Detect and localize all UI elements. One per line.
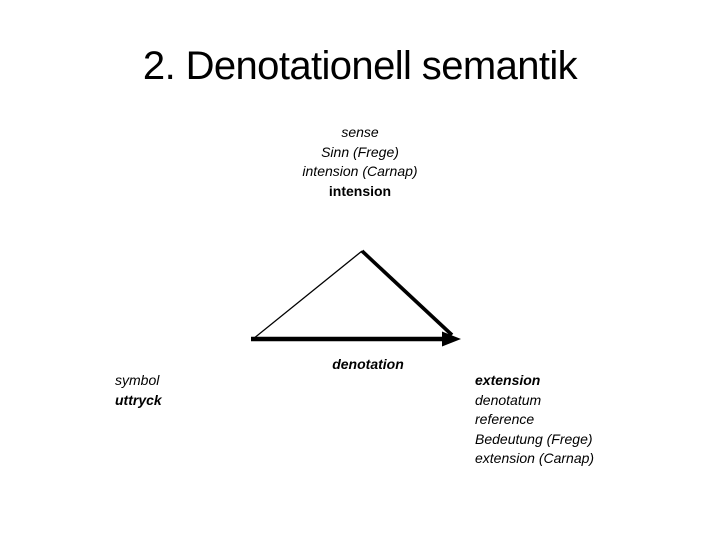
top-block-line-intension: intension (328, 182, 392, 199)
triangle-right-edge (360, 249, 454, 337)
page-title: 2. Denotationell semantik (142, 44, 578, 88)
top-block-line-sense: sense (341, 124, 379, 140)
top-label-block: sense Sinn (Frege) intension (Carnap) in… (0, 123, 720, 201)
denotatum-label: denotatum (475, 391, 542, 408)
uttryck-label: uttryck (115, 391, 162, 408)
extension-carnap-label: extension (Carnap) (475, 450, 595, 466)
top-block-line-intension-carnap: intension (Carnap) (302, 163, 418, 179)
semiotic-triangle-diagram (251, 249, 461, 347)
arrowhead-right-icon (442, 331, 461, 347)
bedeutung-frege-label: Bedeutung (Frege) (475, 430, 593, 447)
extension-label-block: extension denotatum reference Bedeutung … (475, 371, 594, 469)
top-block-line-sinn-frege: Sinn (Frege) (321, 143, 399, 160)
reference-label: reference (475, 411, 535, 427)
symbol-label: symbol (115, 372, 160, 388)
denotation-label: denotation (332, 356, 404, 372)
extension-label: extension (475, 372, 541, 388)
triangle-left-edge (252, 250, 363, 340)
symbol-label-block: symbol uttryck (115, 371, 162, 410)
